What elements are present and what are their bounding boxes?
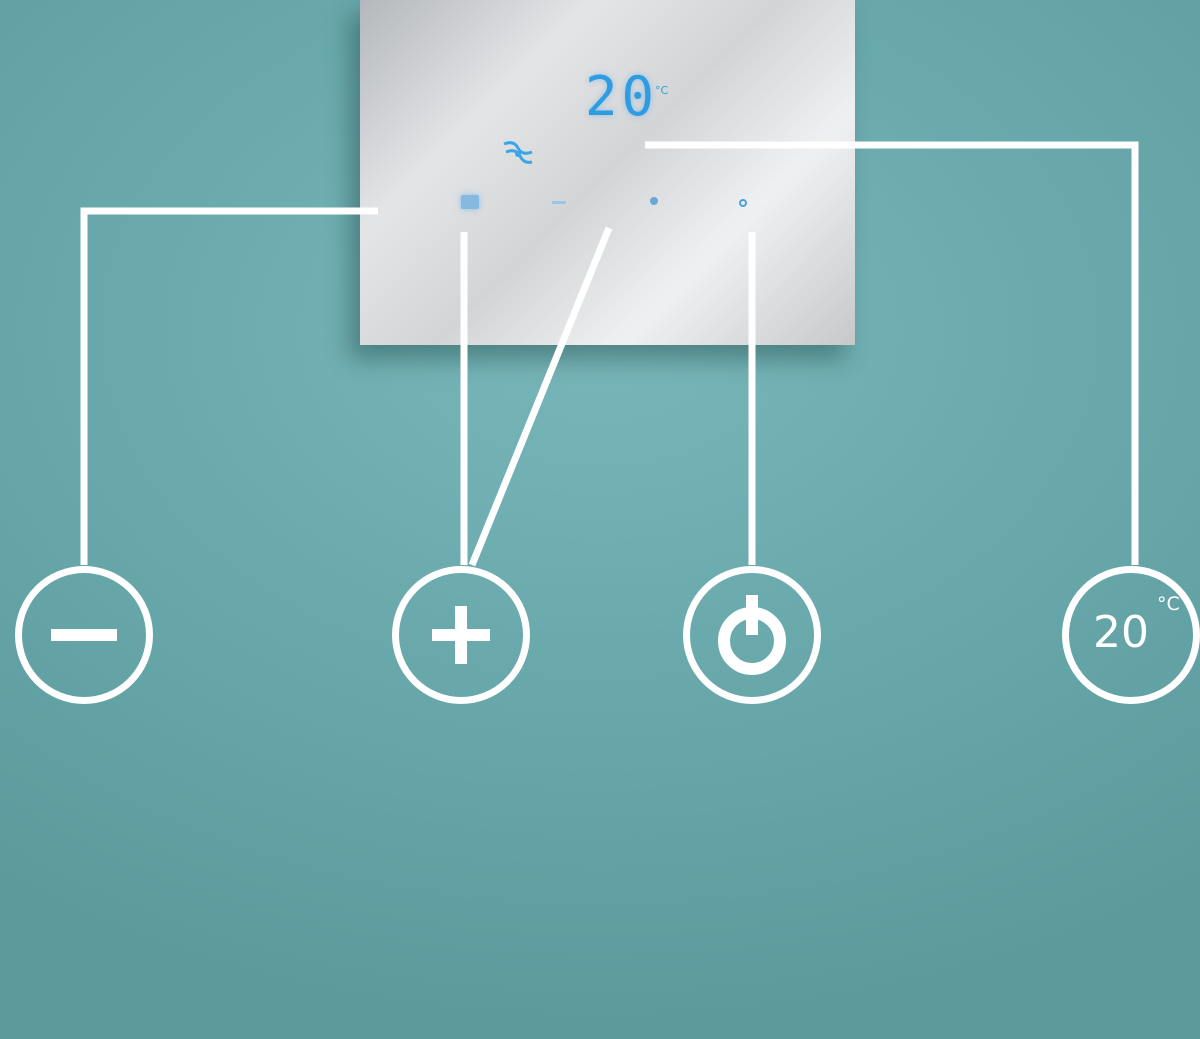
minus-callout-button[interactable] — [15, 566, 153, 704]
minus-leader-line — [84, 211, 378, 565]
plus-callout-button[interactable] — [392, 566, 530, 704]
temperature-callout-value: 20 — [1093, 611, 1149, 655]
plus-icon — [399, 573, 523, 697]
fan-leader-line — [472, 228, 609, 565]
temperature-leader-line — [645, 145, 1135, 565]
temperature-callout-unit: °C — [1157, 595, 1180, 614]
temperature-callout-button[interactable]: 20 °C — [1062, 566, 1200, 704]
minus-icon — [22, 573, 146, 697]
power-icon — [690, 573, 814, 697]
power-callout-button[interactable] — [683, 566, 821, 704]
